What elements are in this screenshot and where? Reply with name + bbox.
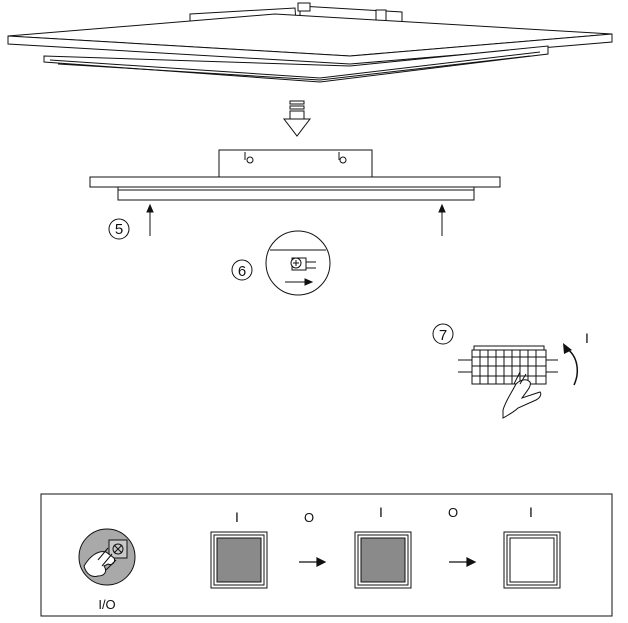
panel-side-view	[89, 149, 501, 201]
light-panel-state-2	[354, 531, 412, 589]
rotate-direction-label: I	[585, 330, 589, 346]
svg-text:5: 5	[115, 221, 123, 238]
connector-detail	[265, 230, 331, 296]
svg-text:7: 7	[439, 327, 447, 344]
bracket-screw-icon	[244, 152, 347, 164]
up-arrow-icon	[146, 203, 446, 236]
step-5-marker: 5	[108, 218, 130, 240]
state-1-label: I	[235, 509, 239, 525]
state-2-label: I	[379, 504, 383, 520]
hand-icon	[502, 371, 542, 419]
rotate-arrow-icon	[563, 343, 579, 386]
light-panel-state-3	[503, 531, 561, 589]
svg-text:6: 6	[238, 263, 246, 280]
switch-press-caption: I/O	[98, 597, 115, 612]
between-2-label: O	[448, 505, 458, 520]
terminal-block	[458, 345, 558, 385]
step-6-marker: 6	[231, 259, 253, 281]
down-arrow-icon	[282, 100, 312, 137]
between-1-label: O	[304, 510, 314, 525]
step-7-marker: 7	[432, 323, 454, 345]
state-3-label: I	[529, 504, 533, 520]
right-arrow-icon	[449, 557, 477, 567]
light-panel-state-1	[210, 531, 268, 589]
switch-press-icon	[78, 528, 136, 586]
ceiling-panel-perspective	[7, 2, 613, 83]
right-arrow-icon	[299, 557, 327, 567]
